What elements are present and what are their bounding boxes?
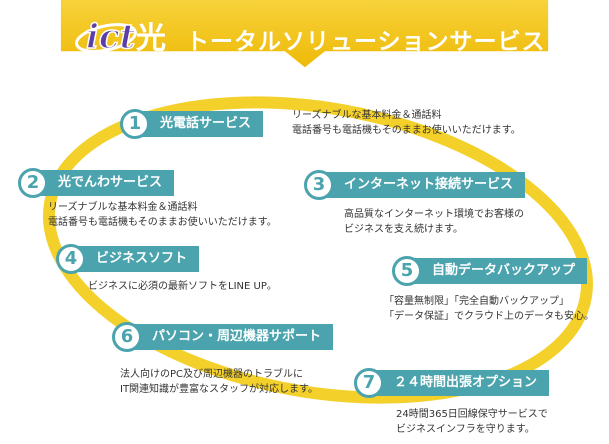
service-number: 1 xyxy=(120,109,150,139)
service-label: ビジネスソフト xyxy=(70,246,200,272)
svg-text:ict: ict xyxy=(86,17,136,57)
service-label: パソコン・周辺機器サポート xyxy=(126,324,334,350)
service-number: 2 xyxy=(18,168,48,198)
service-desc-6: 法人向けのPC及び周辺機器のトラブルに IT関連知識が豊富なスタッフが対応します… xyxy=(120,367,318,397)
ict-hikari-logo: ict 光 xyxy=(75,16,166,58)
service-desc-4: ビジネスに必須の最新ソフトをLINE UP。 xyxy=(88,279,277,294)
desc-line: リーズナブルな基本料金＆通話料 xyxy=(292,110,442,121)
service-label: 光でんわサービス xyxy=(32,170,175,196)
service-label: ２４時間出張オプション xyxy=(368,370,550,396)
desc-line: 「容量無制限」「完全自動バックアップ」 xyxy=(384,296,569,307)
desc-line: 高品質なインターネット環境でお客様の xyxy=(344,209,524,220)
desc-line: 「データ保証」でクラウド上のデータも安心。 xyxy=(384,311,594,322)
service-desc-5: 「容量無制限」「完全自動バックアップ」 「データ保証」でクラウド上のデータも安心… xyxy=(384,294,594,324)
service-desc-7: 24時間365日回線保守サービスで ビジネスインフラを守ります。 xyxy=(396,407,548,437)
service-label: 自動データバックアップ xyxy=(406,258,588,284)
desc-line: ビジネスインフラを守ります。 xyxy=(396,424,535,435)
service-number: 5 xyxy=(392,256,422,286)
service-desc-1: リーズナブルな基本料金＆通話料 電話番号も電話機もそのままお使いいただけます。 xyxy=(292,108,521,138)
desc-line: ビジネスに必須の最新ソフトをLINE UP。 xyxy=(88,281,277,292)
svg-text:光: 光 xyxy=(136,21,166,56)
desc-line: 電話番号も電話機もそのままお使いいただけます。 xyxy=(292,125,521,136)
desc-line: ビジネスを支え続けます。 xyxy=(344,224,463,235)
service-desc-2: リーズナブルな基本料金＆通話料 電話番号も電話機もそのままお使いいただけます。 xyxy=(48,200,277,230)
header-banner xyxy=(60,0,549,68)
desc-line: 法人向けのPC及び周辺機器のトラブルに xyxy=(120,369,304,380)
desc-line: 電話番号も電話機もそのままお使いいただけます。 xyxy=(48,217,277,228)
desc-line: リーズナブルな基本料金＆通話料 xyxy=(48,202,198,213)
service-number: 7 xyxy=(354,368,384,398)
service-label: インターネット接続サービス xyxy=(318,172,526,198)
desc-line: IT関連知識が豊富なスタッフが対応します。 xyxy=(120,384,319,395)
service-number: 6 xyxy=(112,322,142,352)
service-number: 3 xyxy=(304,170,334,200)
service-desc-3: 高品質なインターネット環境でお客様の ビジネスを支え続けます。 xyxy=(344,207,524,237)
service-label: 光電話サービス xyxy=(134,111,264,137)
desc-line: 24時間365日回線保守サービスで xyxy=(396,409,548,420)
page-title: トータルソリューションサービス xyxy=(186,29,546,55)
service-number: 4 xyxy=(56,244,86,274)
